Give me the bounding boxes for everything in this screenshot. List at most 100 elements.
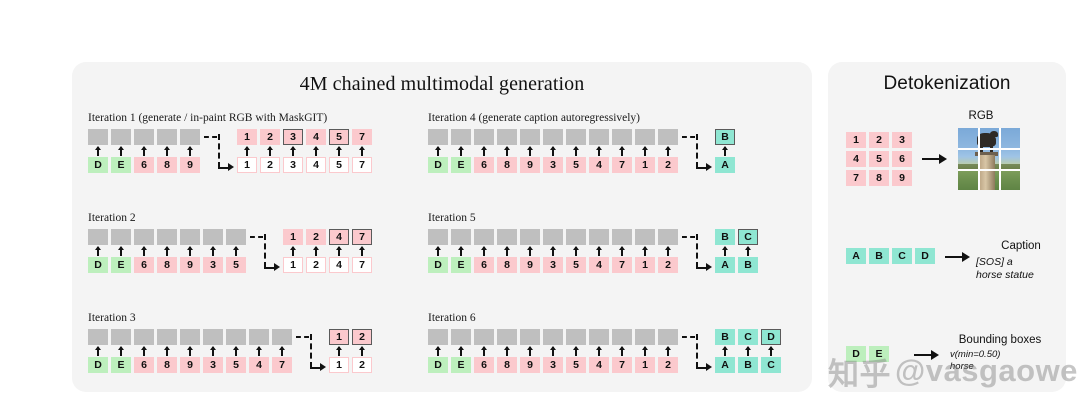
- arrow-row-5: [428, 245, 681, 257]
- predicted-token-row-4: B: [715, 129, 738, 145]
- arrow-row-out-3: [329, 345, 375, 357]
- token: 1: [635, 257, 655, 273]
- arrow-row-4: [428, 145, 681, 157]
- masked-row-3: [88, 329, 295, 345]
- masked-token: [134, 229, 154, 245]
- token: 5: [566, 257, 586, 273]
- token: 2: [260, 129, 280, 145]
- masked-token: [111, 129, 131, 145]
- up-arrow-icon: [352, 345, 372, 356]
- masked-token: [612, 229, 632, 245]
- masked-row-6: [428, 329, 681, 345]
- token: 6: [474, 257, 494, 273]
- masked-token: [180, 329, 200, 345]
- up-arrow-icon: [589, 145, 609, 156]
- masked-token: [88, 129, 108, 145]
- token: 7: [612, 257, 632, 273]
- up-arrow-icon: [451, 345, 471, 356]
- bbox-heading: Bounding boxes: [958, 334, 1042, 346]
- up-arrow-icon: [272, 345, 292, 356]
- token: E: [451, 157, 471, 173]
- up-arrow-icon: [520, 345, 540, 356]
- grid-token: 3: [892, 132, 912, 148]
- token: 8: [497, 257, 517, 273]
- output-token: 1: [329, 357, 349, 373]
- up-arrow-icon: [428, 345, 448, 356]
- token: D: [915, 248, 935, 264]
- up-arrow-icon: [497, 145, 517, 156]
- up-arrow-icon: [180, 245, 200, 256]
- token: 4: [589, 157, 609, 173]
- masked-token: [111, 229, 131, 245]
- up-arrow-icon: [520, 245, 540, 256]
- up-arrow-icon: [329, 345, 349, 356]
- masked-token: [111, 329, 131, 345]
- up-arrow-icon: [111, 345, 131, 356]
- up-arrow-icon: [157, 145, 177, 156]
- token: 3: [543, 257, 563, 273]
- token: D: [88, 257, 108, 273]
- up-arrow-icon: [474, 345, 494, 356]
- up-arrow-icon: [329, 245, 349, 256]
- output-token: 4: [306, 157, 326, 173]
- up-arrow-icon: [157, 245, 177, 256]
- up-arrow-icon: [738, 245, 758, 256]
- up-arrow-icon: [111, 145, 131, 156]
- dashed-connector-5: [681, 229, 715, 275]
- token: 2: [658, 257, 678, 273]
- up-arrow-icon: [715, 345, 735, 356]
- grid-token: 4: [846, 151, 866, 167]
- up-arrow-icon: [566, 345, 586, 356]
- rgb-output-image: [958, 128, 1020, 190]
- token: 4: [249, 357, 269, 373]
- token: 3: [543, 357, 563, 373]
- token: 1: [635, 157, 655, 173]
- up-arrow-icon: [612, 345, 632, 356]
- masked-token: [658, 129, 678, 145]
- arrow-row-out-5: [715, 245, 761, 257]
- up-arrow-icon: [88, 345, 108, 356]
- masked-row-4: [428, 129, 681, 145]
- iteration-label-1: Iteration 1 (generate / in-paint RGB wit…: [88, 112, 328, 124]
- token: 1: [237, 129, 257, 145]
- up-arrow-icon: [283, 145, 303, 156]
- up-arrow-icon: [543, 345, 563, 356]
- up-arrow-icon: [635, 145, 655, 156]
- up-arrow-icon: [612, 245, 632, 256]
- masked-token: [566, 129, 586, 145]
- output-token: B: [738, 357, 758, 373]
- token: 9: [520, 357, 540, 373]
- caption-text: [SOS] a horse statue: [976, 256, 1034, 282]
- up-arrow-icon: [543, 245, 563, 256]
- masked-token: [497, 229, 517, 245]
- token: B: [715, 229, 735, 245]
- up-arrow-icon: [306, 145, 326, 156]
- dashed-connector-2: [249, 229, 283, 275]
- iteration-label-5: Iteration 5: [428, 212, 476, 224]
- token: D: [88, 357, 108, 373]
- output-token: 2: [260, 157, 280, 173]
- grid-token: 1: [846, 132, 866, 148]
- masked-token: [543, 129, 563, 145]
- masked-token: [88, 329, 108, 345]
- token: 6: [134, 257, 154, 273]
- output-token: A: [715, 257, 735, 273]
- up-arrow-icon: [761, 345, 781, 356]
- masked-token: [474, 329, 494, 345]
- up-arrow-icon: [237, 145, 257, 156]
- token-highlighted: 4: [329, 229, 349, 245]
- output-token: 5: [329, 157, 349, 173]
- output-token: C: [761, 357, 781, 373]
- token: A: [846, 248, 866, 264]
